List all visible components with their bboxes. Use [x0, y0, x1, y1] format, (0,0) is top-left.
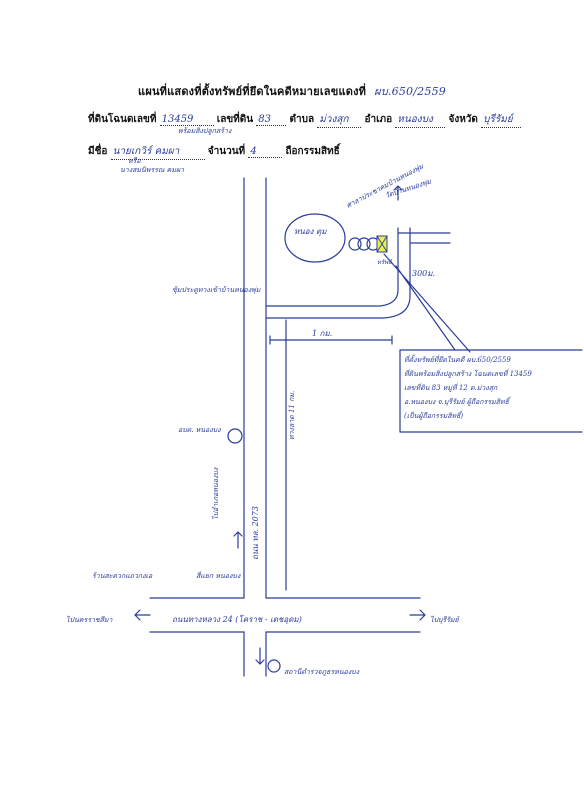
water-tower-label: อบต. หนองบง	[178, 426, 221, 434]
pond-label: หนอง ตุม	[294, 227, 327, 237]
arrow-up-label: ไปอำเภอหนองบง	[211, 467, 220, 520]
annotation-line-5: (เป็นผู้ถือกรรมสิทธิ์)	[404, 410, 463, 420]
police-label: ร้านสะดวกแถวกงเอ	[92, 572, 153, 580]
to-right-label: ไปบุรีรัมย์	[430, 615, 461, 624]
deed-number: 13459	[159, 114, 214, 126]
owner-count: 4	[248, 146, 283, 158]
junction-bottom-label: สี่แยก หนองบง	[196, 570, 241, 580]
title-text: แผนที่แสดงที่ตั้งทรัพย์ที่ยึดในคดีหมายเล…	[138, 85, 367, 98]
water-tower-icon	[227, 428, 243, 444]
vertical-road	[243, 177, 267, 599]
deed-note: พร้อมสิ่งปลูกสร้าง	[178, 127, 232, 135]
district-label: อำเภอ	[364, 114, 393, 125]
arrow-up-icon	[233, 531, 243, 549]
arrow-down-icon	[255, 647, 265, 665]
owner-name-note: หรือ	[128, 157, 141, 165]
vertical-road-label: ถนน ทล. 2073	[251, 506, 260, 560]
station-label: สถานีตำรวจภูธรหนองบง	[284, 668, 360, 676]
owner-name-alt: นางสมนิพรรณ คมผา	[120, 166, 184, 174]
owner-name-label: มีชื่อ	[88, 146, 108, 157]
horizontal-highway	[149, 597, 421, 633]
pond	[284, 213, 346, 263]
distance-1km-line	[269, 335, 393, 345]
case-number: ผบ.650/2559	[374, 85, 446, 98]
arrow-left-icon	[134, 609, 151, 621]
building-2	[357, 237, 371, 251]
district-value: หนองบง	[395, 112, 446, 128]
annotation-line-3: เลขที่ดิน 83 หมู่ที่ 12 ต.ม่วงสุก	[404, 382, 498, 392]
annotation-box	[399, 349, 583, 433]
page-title: แผนที่แสดงที่ตั้งทรัพย์ที่ยึดในคดีหมายเล…	[0, 82, 584, 100]
annotation-line-2: ที่ดินพร้อมสิ่งปลูกสร้าง โฉนดเลขที่ 1345…	[404, 368, 532, 378]
plot-label: เลขที่ดิน	[216, 114, 254, 125]
subdistrict-value: ม่วงสุก	[317, 112, 362, 128]
to-left-label: ไปนครราชสีมา	[66, 615, 114, 624]
annotation-line-4: อ.หนองบง จ.บุรีรัมย์ ผู้ถือกรรมสิทธิ์	[404, 396, 511, 406]
distance-300m: 300ม.	[412, 269, 435, 278]
count-label: จำนวนที่	[207, 146, 246, 157]
highway-label: ถนนทางหลวง 24 (โคราช - เดชอุดม)	[172, 614, 302, 625]
land-row: ที่ดินโฉนดเลขที่ 13459 เลขที่ดิน 83 ตำบล…	[88, 112, 522, 128]
village-road	[397, 232, 451, 244]
province-label: จังหวัด	[448, 114, 478, 125]
asset-label: ทรัพย์	[377, 258, 394, 266]
asset-cross	[376, 235, 388, 253]
arrow-north-icon	[393, 185, 403, 201]
asset-leader-line	[383, 253, 471, 353]
annotation-text: ที่ตั้งทรัพย์ที่ยึดในคดี ผบ.650/2559 ที่…	[404, 354, 532, 420]
province-value: บุรีรัมย์	[481, 112, 522, 128]
owner-row: มีชื่อ นายเกวิร์ คมผา จำนวนที่ 4 ถือกรรม…	[88, 144, 340, 160]
annotation-line-1: ที่ตั้งทรัพย์ที่ยึดในคดี ผบ.650/2559	[404, 354, 511, 364]
subdistrict-label: ตำบล	[289, 114, 315, 125]
vertical-road-south	[243, 631, 267, 677]
junction-top-label: ซุ้มประตูทางเข้าบ้านหนองพุ่ม	[172, 286, 261, 294]
owner-name: นายเกวิร์ คมผา	[110, 144, 205, 160]
branch-road	[265, 227, 411, 319]
police-station-icon	[267, 659, 281, 673]
arrow-right-icon	[409, 609, 426, 621]
side-road-label: ทางลาด 11 กม.	[288, 391, 296, 440]
ownership-label: ถือกรรมสิทธิ์	[285, 146, 340, 157]
deed-label: ที่ดินโฉนดเลขที่	[88, 114, 157, 125]
plot-number: 83	[256, 114, 287, 126]
distance-1km: 1 กม.	[312, 329, 332, 338]
building-1	[348, 237, 362, 251]
